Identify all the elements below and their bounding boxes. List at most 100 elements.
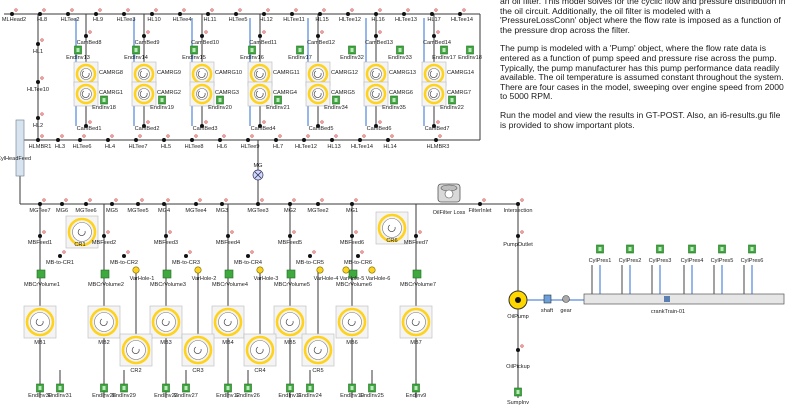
volume-icon[interactable]: [224, 269, 234, 279]
mid-row-node[interactable]: [78, 138, 82, 142]
gallery-node[interactable]: [316, 202, 320, 206]
left-column-node[interactable]: [36, 116, 40, 120]
top-row-node[interactable]: [206, 12, 210, 16]
cambed-node[interactable]: [432, 124, 436, 128]
mid-row-node[interactable]: [358, 138, 362, 142]
top-row-node[interactable]: [94, 12, 98, 16]
mb-to-cr-node[interactable]: [58, 254, 62, 258]
mbfeed-node[interactable]: [38, 234, 42, 238]
main-bearing-icon[interactable]: [151, 307, 181, 337]
mid-row-node[interactable]: [274, 138, 278, 142]
mbfeed-node[interactable]: [288, 234, 292, 238]
mb-to-cr-node[interactable]: [356, 254, 360, 258]
top-row-node[interactable]: [374, 12, 378, 16]
volume-icon[interactable]: [412, 269, 422, 279]
mid-row-node[interactable]: [162, 138, 166, 142]
mid-row-node[interactable]: [218, 138, 222, 142]
mbfeed-node[interactable]: [414, 234, 418, 238]
top-row-node[interactable]: [402, 12, 406, 16]
mb-to-cr-node[interactable]: [184, 254, 188, 258]
varhole-icon[interactable]: [194, 266, 202, 274]
gallery-node[interactable]: [60, 202, 64, 206]
mbfeed-node[interactable]: [226, 234, 230, 238]
intersection-node[interactable]: [516, 202, 520, 206]
cam-ring-icon[interactable]: [307, 83, 329, 105]
top-row-node[interactable]: [262, 12, 266, 16]
mbfeed-node[interactable]: [350, 234, 354, 238]
cambed-node[interactable]: [200, 34, 204, 38]
mb-to-cr-node[interactable]: [308, 254, 312, 258]
top-row-node[interactable]: [10, 12, 14, 16]
gallery-node[interactable]: [110, 202, 114, 206]
top-row-node[interactable]: [458, 12, 462, 16]
crank-bearing-icon[interactable]: [377, 213, 407, 243]
volume-icon[interactable]: [286, 269, 296, 279]
cambed-node[interactable]: [374, 34, 378, 38]
cambed-node[interactable]: [142, 124, 146, 128]
mid-row-node[interactable]: [134, 138, 138, 142]
shaft-icon[interactable]: [543, 294, 552, 304]
cam-ring-icon[interactable]: [249, 83, 271, 105]
conrod-bearing-icon[interactable]: [245, 335, 275, 365]
gallery-node[interactable]: [194, 202, 198, 206]
mid-row-node[interactable]: [246, 138, 250, 142]
volume-icon[interactable]: [36, 269, 46, 279]
pump-outlet-node[interactable]: [516, 234, 520, 238]
top-row-node[interactable]: [234, 12, 238, 16]
top-row-node[interactable]: [122, 12, 126, 16]
mid-row-node[interactable]: [330, 138, 334, 142]
top-row-node[interactable]: [66, 12, 70, 16]
varhole-icon[interactable]: [368, 266, 376, 274]
cam-ring-icon[interactable]: [423, 83, 445, 105]
mb-to-cr-node[interactable]: [122, 254, 126, 258]
main-bearing-icon[interactable]: [275, 307, 305, 337]
cambed-node[interactable]: [142, 34, 146, 38]
varhole-icon[interactable]: [316, 266, 324, 274]
varhole-icon[interactable]: [256, 266, 264, 274]
mid-row-node[interactable]: [434, 138, 438, 142]
gallery-node[interactable]: [84, 202, 88, 206]
filter-inlet-node[interactable]: [478, 202, 482, 206]
mid-row-node[interactable]: [302, 138, 306, 142]
main-bearing-icon[interactable]: [25, 307, 55, 337]
top-row-node[interactable]: [318, 12, 322, 16]
gallery-node[interactable]: [162, 202, 166, 206]
cam-ring-icon[interactable]: [75, 83, 97, 105]
top-row-node[interactable]: [150, 12, 154, 16]
volume-icon[interactable]: [162, 269, 172, 279]
mid-row-node[interactable]: [386, 138, 390, 142]
cambed-node[interactable]: [84, 124, 88, 128]
main-bearing-icon[interactable]: [213, 307, 243, 337]
varhole-icon[interactable]: [132, 266, 140, 274]
left-column-node[interactable]: [36, 80, 40, 84]
main-bearing-icon[interactable]: [401, 307, 431, 337]
cambed-node[interactable]: [374, 124, 378, 128]
mbfeed-node[interactable]: [164, 234, 168, 238]
cambed-node[interactable]: [316, 124, 320, 128]
gallery-node[interactable]: [38, 202, 42, 206]
conrod-bearing-icon[interactable]: [303, 335, 333, 365]
cylinder-head-feed-icon[interactable]: [15, 119, 25, 177]
cambed-node[interactable]: [200, 124, 204, 128]
oil-pickup-node[interactable]: [516, 348, 520, 352]
top-row-node[interactable]: [290, 12, 294, 16]
gear-icon[interactable]: [562, 295, 570, 303]
cam-ring-icon[interactable]: [191, 83, 213, 105]
cambed-node[interactable]: [258, 124, 262, 128]
crank-train-icon[interactable]: [583, 293, 785, 305]
cambed-node[interactable]: [432, 34, 436, 38]
cam-ring-icon[interactable]: [365, 83, 387, 105]
top-row-node[interactable]: [38, 12, 42, 16]
top-row-node[interactable]: [430, 12, 434, 16]
mid-row-node[interactable]: [106, 138, 110, 142]
gallery-node[interactable]: [220, 202, 224, 206]
mid-row-node[interactable]: [56, 138, 60, 142]
conrod-bearing-icon[interactable]: [183, 335, 213, 365]
mbfeed-node[interactable]: [102, 234, 106, 238]
volume-icon[interactable]: [348, 269, 358, 279]
gallery-node[interactable]: [350, 202, 354, 206]
left-column-node[interactable]: [36, 42, 40, 46]
mb-to-cr-node[interactable]: [246, 254, 250, 258]
top-row-node[interactable]: [346, 12, 350, 16]
